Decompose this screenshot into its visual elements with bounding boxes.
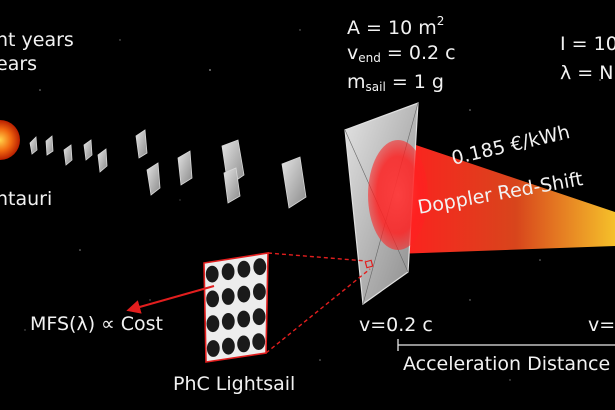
sail-icon xyxy=(223,167,241,204)
velocity-mid-label: v=0.2 c xyxy=(359,314,433,336)
area-label: A = 10 m2 xyxy=(347,14,445,39)
phc-hole xyxy=(221,263,235,281)
wavelength-label: λ = N xyxy=(560,62,614,84)
star-distance-label: nt years xyxy=(0,29,74,51)
sail-icon xyxy=(63,144,73,166)
phc-hole xyxy=(221,288,235,305)
phc-hole xyxy=(206,315,220,333)
phc-hole xyxy=(252,308,266,326)
phc-holes xyxy=(205,258,267,357)
sail-sequence xyxy=(29,129,307,209)
phc-hole xyxy=(206,290,220,308)
accel-bracket xyxy=(397,339,615,351)
velocity-right-label: v= xyxy=(588,314,615,336)
sail-icon xyxy=(97,148,108,173)
phc-hole xyxy=(252,333,266,350)
zoom-line xyxy=(265,268,371,354)
phc-hole xyxy=(205,265,219,283)
star-name-label: ntauri xyxy=(0,188,53,210)
end-velocity-label: vend = 0.2 c xyxy=(347,42,456,65)
sail-icon xyxy=(281,156,307,209)
large-sail xyxy=(344,102,428,306)
star-years-label: ears xyxy=(0,53,38,75)
phc-hole xyxy=(253,258,267,276)
zoom-marker xyxy=(364,259,374,269)
laser-beam xyxy=(395,138,615,254)
phc-hole xyxy=(222,337,235,355)
merit-arrow xyxy=(126,285,215,314)
sail-icon xyxy=(29,136,38,155)
starfield xyxy=(24,29,601,391)
phc-hole xyxy=(237,310,251,328)
intensity-label: I = 10 xyxy=(560,33,615,55)
sail-icon xyxy=(177,150,193,186)
phc-hole xyxy=(253,283,266,301)
merit-label: MFS(λ) ∝ Cost xyxy=(30,313,164,335)
sail-icon xyxy=(83,139,93,161)
phc-hole xyxy=(237,335,251,353)
phc-hole xyxy=(206,340,220,357)
accel-distance-label: Acceleration Distance xyxy=(403,353,611,375)
sail-icon xyxy=(146,162,161,196)
phc-hole xyxy=(221,313,235,330)
star-icon xyxy=(0,120,20,160)
phc-hole xyxy=(237,285,251,303)
laser-spot xyxy=(368,140,428,250)
lightsail-label: PhC Lightsail xyxy=(173,373,296,395)
phc-hole xyxy=(237,260,251,278)
sail-icon xyxy=(45,135,54,156)
phc-lightsail xyxy=(203,252,269,363)
sail-mass-label: msail = 1 g xyxy=(347,71,444,94)
sail-icon xyxy=(135,129,148,159)
zoom-line xyxy=(267,252,367,262)
